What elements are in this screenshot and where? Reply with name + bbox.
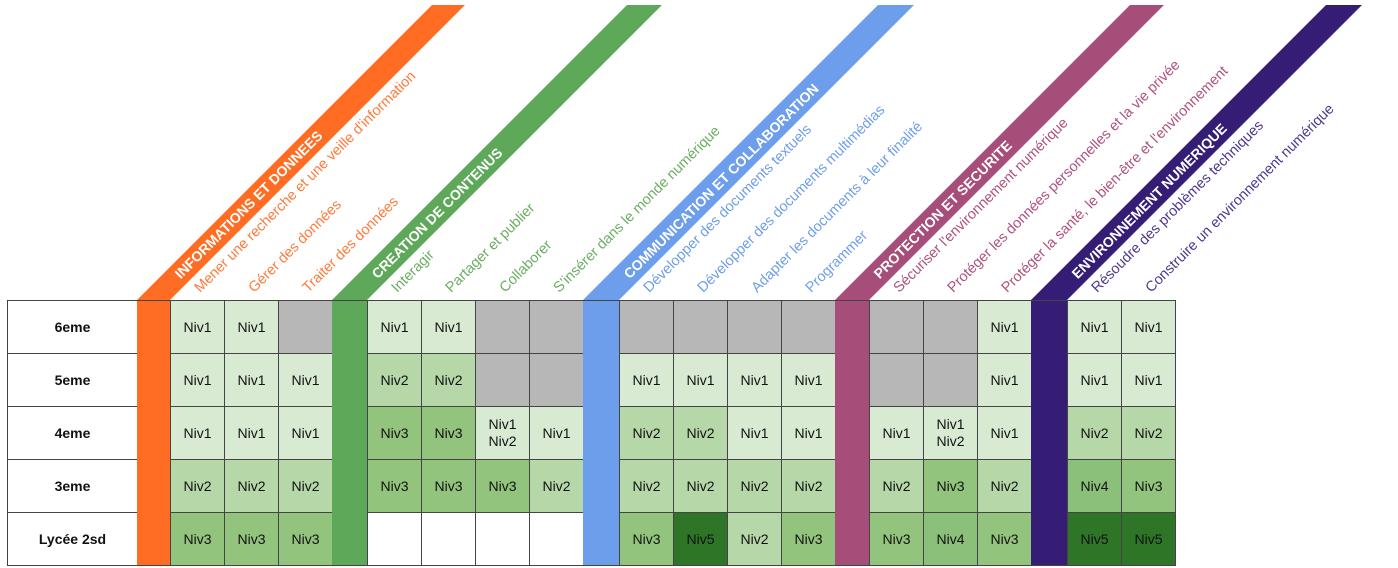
level-cell: Niv2 [977, 459, 1032, 513]
level-cell: Niv1 [977, 406, 1032, 460]
level-cell: Niv2 [421, 353, 476, 407]
level-cell: Niv1 [1067, 353, 1122, 407]
band-column-informations-et-donnees [137, 300, 170, 566]
level-cell: Niv1 [727, 406, 782, 460]
level-cell: Niv2 [619, 406, 674, 460]
level-cell: Niv3 [224, 512, 279, 566]
level-cell: Niv1 [224, 406, 279, 460]
level-cell: Niv2 [673, 459, 728, 513]
level-cell: Niv2 [1121, 406, 1176, 460]
level-cell: Niv1 [727, 353, 782, 407]
row-label-3eme: 3eme [7, 459, 138, 513]
level-cell: Niv2 [727, 512, 782, 566]
level-cell: Niv2 [673, 406, 728, 460]
level-cell-empty [475, 512, 530, 566]
level-cell-not-applicable [923, 353, 978, 407]
level-cell: Niv3 [475, 459, 530, 513]
level-cell: Niv1 [170, 300, 225, 354]
level-cell: Niv1 [619, 353, 674, 407]
level-cell-empty [367, 512, 422, 566]
level-cell: Niv1 [170, 353, 225, 407]
level-cell: Niv4 [923, 512, 978, 566]
level-cell: Niv3 [923, 459, 978, 513]
level-cell: Niv1 [529, 406, 584, 460]
level-cell-not-applicable [869, 300, 924, 354]
level-cell: Niv1 [224, 300, 279, 354]
level-cell: Niv5 [673, 512, 728, 566]
row-label-4eme: 4eme [7, 406, 138, 460]
level-cell: Niv5 [1121, 512, 1176, 566]
level-cell-not-applicable [869, 353, 924, 407]
level-cell: Niv3 [869, 512, 924, 566]
level-cell: Niv2 [1067, 406, 1122, 460]
band-protection-et-securite [835, 5, 1164, 300]
level-cell: Niv2 [781, 459, 836, 513]
band-column-communication-et-collaboration [583, 300, 619, 566]
level-cell: Niv3 [421, 459, 476, 513]
level-cell: Niv1 [781, 406, 836, 460]
level-cell: Niv2 [619, 459, 674, 513]
band-environnement-numerique [1031, 5, 1362, 300]
level-cell: Niv1 Niv2 [923, 406, 978, 460]
band-creation-de-contenus [332, 5, 662, 300]
level-cell: Niv1 [1121, 300, 1176, 354]
level-cell: Niv3 [1121, 459, 1176, 513]
level-cell: Niv1 [367, 300, 422, 354]
level-cell: Niv1 [781, 353, 836, 407]
level-cell: Niv2 [727, 459, 782, 513]
level-cell-empty [529, 512, 584, 566]
level-cell: Niv1 [1121, 353, 1176, 407]
level-cell: Niv1 [1067, 300, 1122, 354]
level-cell-not-applicable [923, 300, 978, 354]
level-cell: Niv5 [1067, 512, 1122, 566]
level-cell: Niv1 [421, 300, 476, 354]
level-cell: Niv4 [1067, 459, 1122, 513]
level-cell-empty [421, 512, 476, 566]
level-cell: Niv3 [421, 406, 476, 460]
row-label-lycee-2sd: Lycée 2sd [7, 512, 138, 566]
band-informations-et-donnees [137, 5, 465, 300]
band-column-protection-et-securite [835, 300, 869, 566]
level-cell: Niv2 [367, 353, 422, 407]
level-cell: Niv1 [278, 353, 333, 407]
level-cell: Niv1 [170, 406, 225, 460]
level-cell: Niv1 [673, 353, 728, 407]
level-cell: Niv2 [224, 459, 279, 513]
level-cell-not-applicable [475, 300, 530, 354]
level-cell: Niv1 [224, 353, 279, 407]
band-column-creation-de-contenus [332, 300, 367, 566]
level-cell: Niv3 [367, 459, 422, 513]
level-cell: Niv3 [619, 512, 674, 566]
band-communication-et-collaboration [583, 5, 914, 300]
level-cell: Niv1 [977, 300, 1032, 354]
level-cell: Niv3 [781, 512, 836, 566]
row-label-5eme: 5eme [7, 353, 138, 407]
level-cell: Niv1 [977, 353, 1032, 407]
level-cell: Niv3 [977, 512, 1032, 566]
level-cell: Niv3 [278, 512, 333, 566]
level-cell: Niv1 [869, 406, 924, 460]
level-cell-not-applicable [529, 353, 584, 407]
level-cell-not-applicable [475, 353, 530, 407]
level-cell-not-applicable [619, 300, 674, 354]
level-cell-not-applicable [673, 300, 728, 354]
band-column-environnement-numerique [1031, 300, 1067, 566]
level-cell: Niv1 Niv2 [475, 406, 530, 460]
level-cell: Niv2 [170, 459, 225, 513]
level-cell: Niv2 [529, 459, 584, 513]
level-cell: Niv3 [367, 406, 422, 460]
row-label-6eme: 6eme [7, 300, 138, 354]
level-cell: Niv1 [278, 406, 333, 460]
level-cell-not-applicable [781, 300, 836, 354]
level-cell-not-applicable [727, 300, 782, 354]
level-cell-not-applicable [529, 300, 584, 354]
level-cell: Niv2 [278, 459, 333, 513]
level-cell: Niv2 [869, 459, 924, 513]
level-cell: Niv3 [170, 512, 225, 566]
level-cell-not-applicable [278, 300, 333, 354]
